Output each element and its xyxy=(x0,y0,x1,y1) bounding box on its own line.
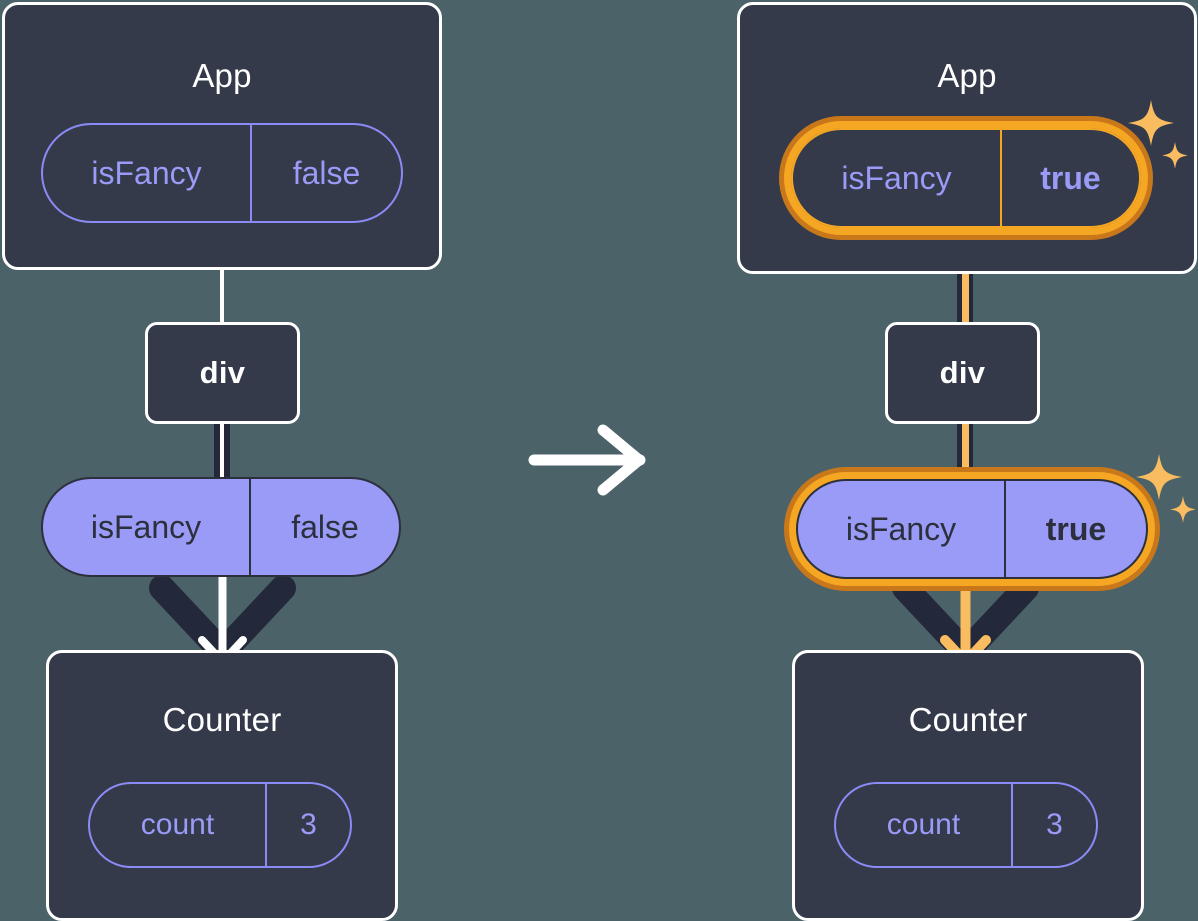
div-element-box-before[interactable]: div xyxy=(145,322,300,424)
counter-state-key-before: count xyxy=(140,808,215,841)
connector-div-to-props-before xyxy=(214,424,230,479)
div-label-after: div xyxy=(939,355,986,390)
app-state-value-after: true xyxy=(1000,130,1139,226)
props-key-before: isFancy xyxy=(90,508,202,545)
props-key-after: isFancy xyxy=(845,510,957,547)
before-panel: App isFancy false div isFancy false xyxy=(0,0,460,921)
app-title-before: App xyxy=(192,57,252,94)
props-pill-after[interactable]: isFancy true xyxy=(796,479,1148,579)
app-state-pill-before[interactable]: isFancy false xyxy=(41,123,403,223)
props-pill-before[interactable]: isFancy false xyxy=(41,477,401,577)
counter-title-before: Counter xyxy=(162,701,282,738)
connector-app-to-div-before xyxy=(220,268,224,324)
sparkle-icon-props-after xyxy=(1133,452,1195,534)
counter-state-pill-before[interactable]: count 3 xyxy=(88,782,352,868)
arrow-right-icon xyxy=(528,424,650,496)
sparkle-icon-app-after xyxy=(1125,98,1187,180)
counter-component-box-after[interactable]: Counter xyxy=(792,650,1144,921)
app-state-value-before: false xyxy=(250,125,401,221)
props-value-after: true xyxy=(1004,481,1146,577)
counter-state-pill-after[interactable]: count 3 xyxy=(834,782,1098,868)
div-label-before: div xyxy=(199,355,246,390)
connector-div-to-props-after xyxy=(957,424,973,482)
counter-state-value-before: 3 xyxy=(265,784,350,866)
counter-state-key-after: count xyxy=(886,808,961,841)
counter-state-value-after: 3 xyxy=(1011,784,1096,866)
after-panel: App isFancy true div is xyxy=(735,0,1197,921)
app-state-key-before: isFancy xyxy=(91,154,202,191)
app-title-after: App xyxy=(937,57,997,94)
app-state-key-after: isFancy xyxy=(841,159,952,196)
div-element-box-after[interactable]: div xyxy=(885,322,1040,424)
counter-title-after: Counter xyxy=(908,701,1028,738)
props-value-before: false xyxy=(249,479,399,575)
app-state-pill-after[interactable]: isFancy true xyxy=(791,128,1141,228)
